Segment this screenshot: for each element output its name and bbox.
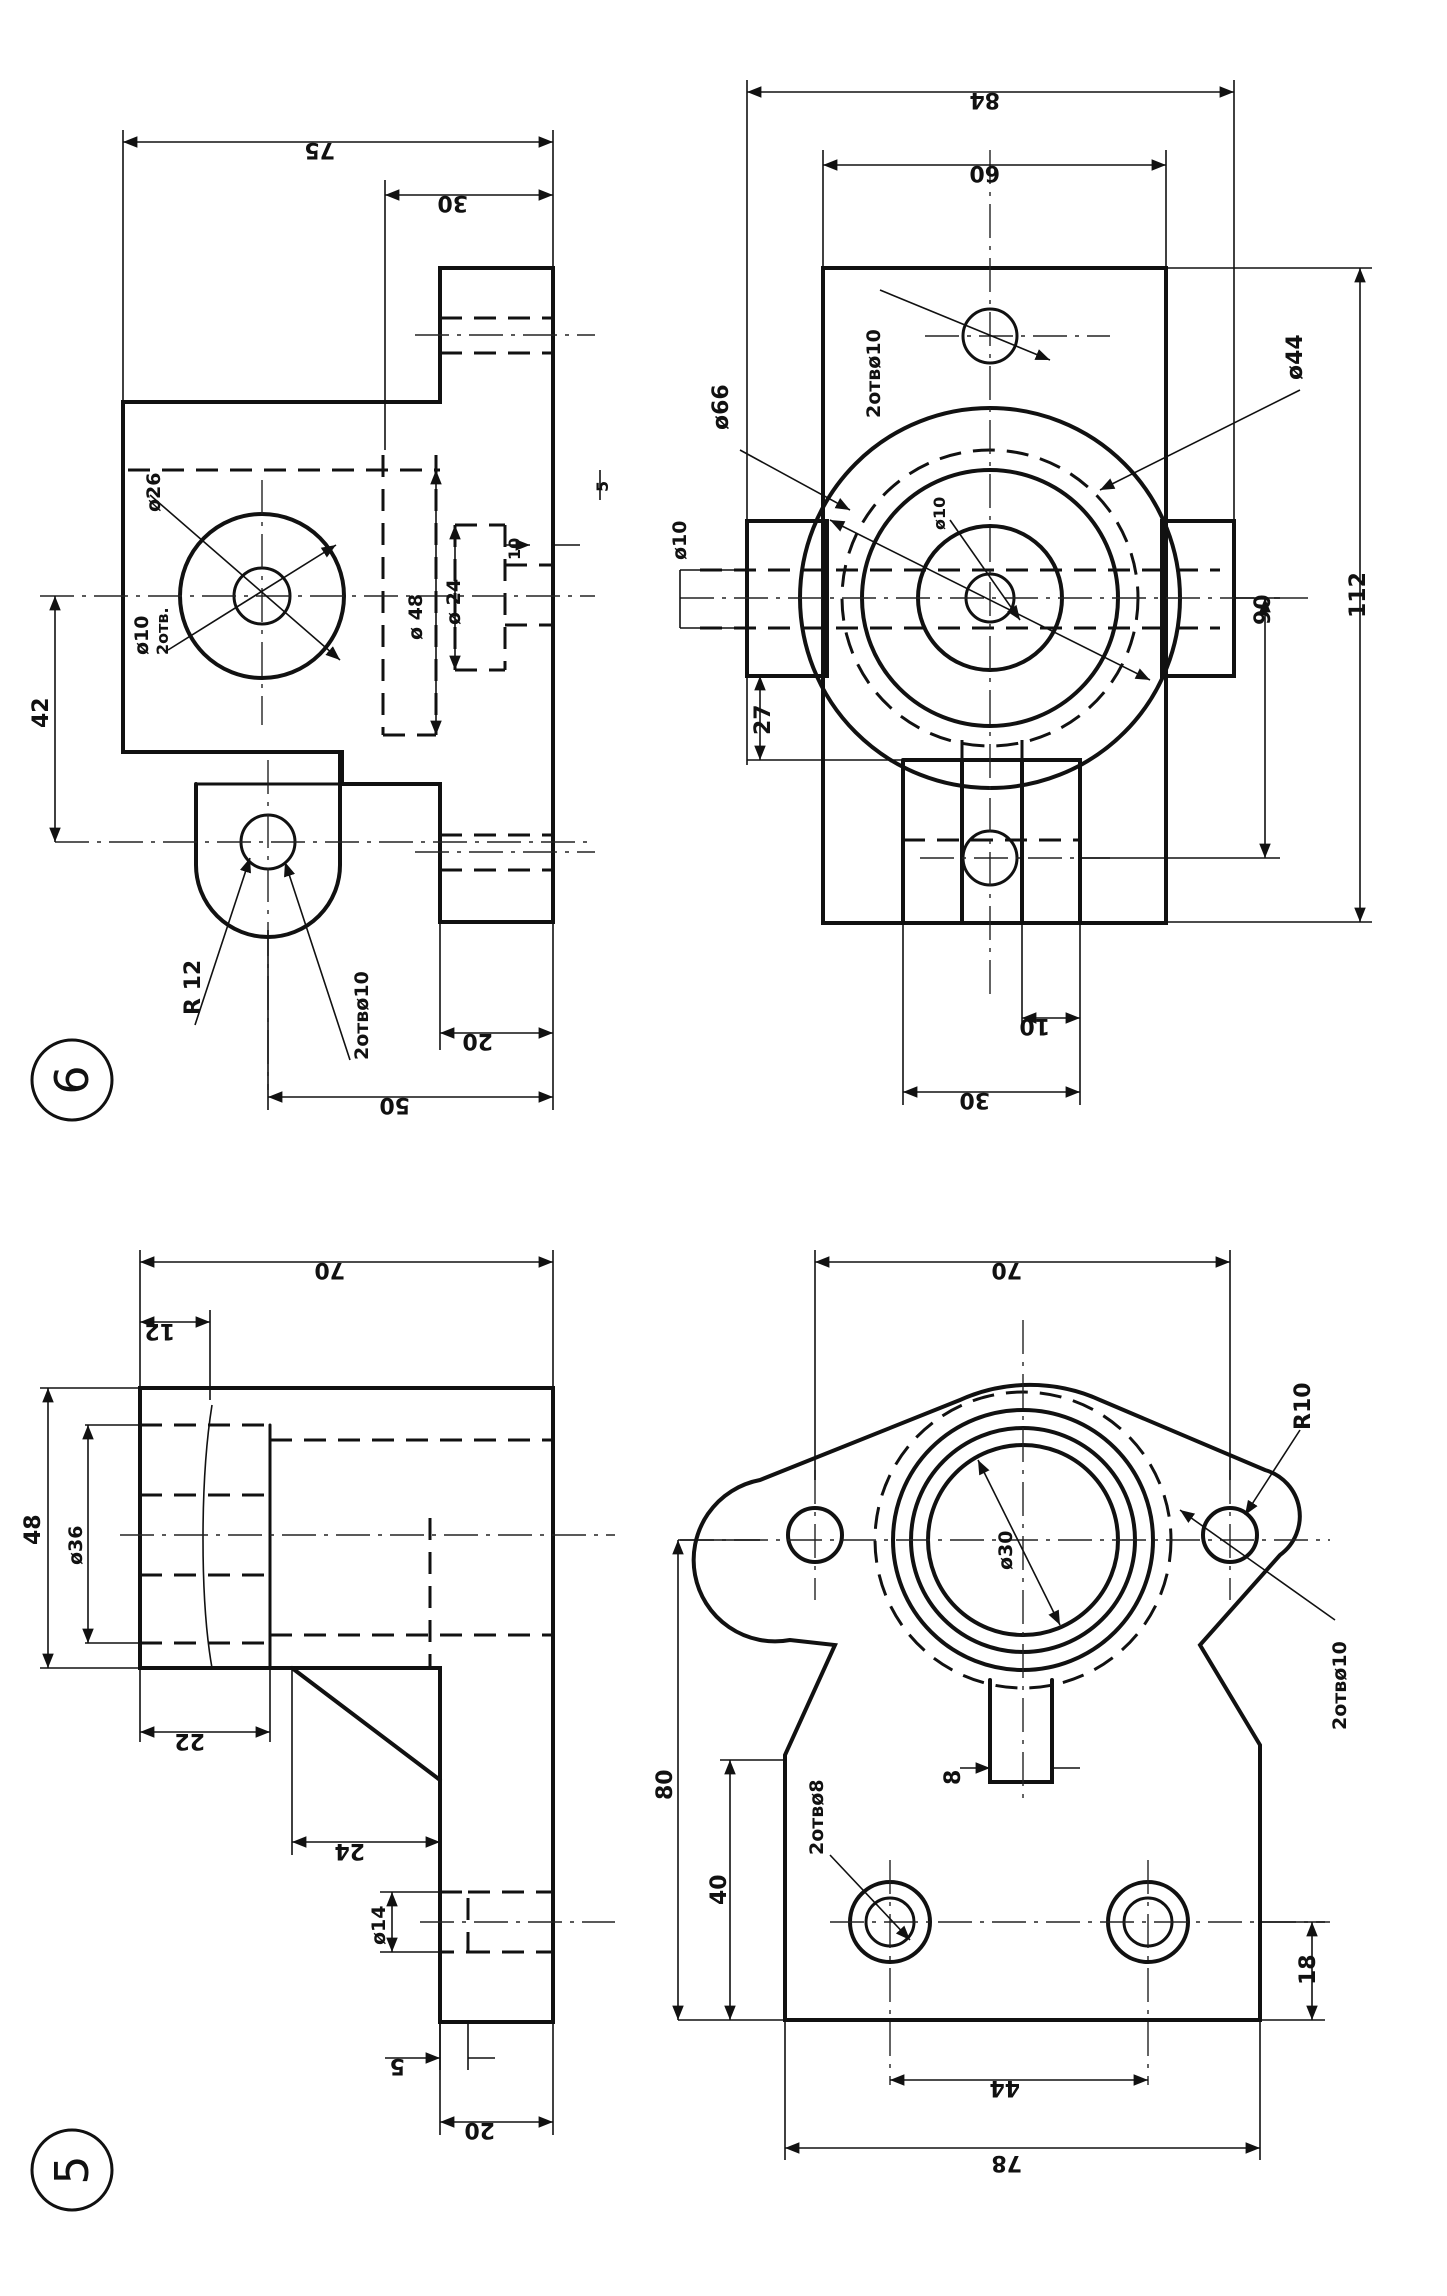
fig5-plan-dim-8: 8 xyxy=(941,1770,966,1785)
fig6-plan-hole-top xyxy=(961,307,1019,365)
fig5-side-dim-20: 20 xyxy=(464,2117,495,2142)
fig6-side-dim-5: 5 xyxy=(593,481,612,492)
fig6-side-dia-26: ø26 xyxy=(143,473,165,513)
fig6-side-dim-20: 20 xyxy=(462,1028,493,1053)
fig6-plan-2holes-10: 2отвø10 xyxy=(863,329,885,418)
fig5-number-badge: 5 xyxy=(30,2128,114,2212)
fig6-plan-dim-90: 90 xyxy=(1251,594,1276,625)
fig5-side-dia-14: ø14 xyxy=(368,1906,390,1946)
fig5-side-body-outline xyxy=(138,1386,555,2024)
fig6-side-dim-30: 30 xyxy=(437,190,468,215)
fig5-plan-2holes-10: 2отвø10 xyxy=(1329,1641,1351,1730)
fig6-plan-dia-66: ø66 xyxy=(709,384,734,430)
svg-text:6: 6 xyxy=(45,1065,99,1094)
fig5-plan-dia-30: ø30 xyxy=(995,1531,1017,1571)
fig5-side-dim-5: 5 xyxy=(390,2053,405,2078)
fig5-side-dim-70: 70 xyxy=(314,1257,345,1282)
fig6-side-dim-10: 10 xyxy=(505,538,524,560)
fig6-number-badge: 6 xyxy=(30,1038,114,1122)
fig5-side-flange xyxy=(138,1386,272,1670)
fig5-plan-dim-70: 70 xyxy=(991,1257,1022,1282)
fig6-plan-dia-10-left: ø10 xyxy=(669,521,691,561)
fig6-plan-dim-60: 60 xyxy=(969,160,1000,185)
fig5-plan-dim-40: 40 xyxy=(707,1874,732,1905)
fig5-plan-r10: R10 xyxy=(1291,1382,1316,1430)
fig6-side-2holes-label: 2отв. xyxy=(153,607,172,655)
fig5-plan-dim-44: 44 xyxy=(989,2075,1020,2100)
fig6-side-dia-48: ø 48 xyxy=(405,594,427,640)
fig6-side-dim-50: 50 xyxy=(379,1092,410,1117)
fig5-plan-dim-78: 78 xyxy=(991,2150,1022,2175)
fig6-side-dim-42: 42 xyxy=(29,697,54,728)
fig5-plan-lobe-left-hole xyxy=(786,1506,844,1564)
fig6-plan-base xyxy=(821,266,1168,925)
fig6-plan-dia-44: ø44 xyxy=(1283,334,1308,380)
fig6-side-view: 75 30 42 ø26 ø10 2отв. ø 48 ø 24 10 5 R … xyxy=(29,130,612,1117)
fig5-side-dia-36: ø36 xyxy=(65,1526,87,1566)
fig5-plan-view: 70 R10 ø30 2отвø10 80 40 2отвø8 8 18 44 … xyxy=(653,1250,1351,2175)
fig6-plan-dim-30: 30 xyxy=(959,1087,990,1112)
fig5-side-dim-24: 24 xyxy=(334,1838,365,1863)
fig5-side-dim-22: 22 xyxy=(174,1728,205,1753)
fig5-side-view: 70 12 48 ø36 22 24 ø14 5 20 xyxy=(21,1250,615,2142)
fig5-plan-stub xyxy=(988,1678,1054,1784)
fig6-side-dia-24: ø 24 xyxy=(443,579,465,625)
fig5-plan-dim-18: 18 xyxy=(1296,1954,1321,1985)
fig6-plan-dim-112: 112 xyxy=(1346,572,1371,618)
fig5-plan-dim-80: 80 xyxy=(653,1769,678,1800)
fig6-side-dia-10: ø10 xyxy=(131,616,153,656)
svg-text:5: 5 xyxy=(45,2155,99,2184)
fig5-side-rib xyxy=(290,1666,442,1782)
fig6-plan-dim-84: 84 xyxy=(969,87,1000,112)
fig5-plan-2holes-8: 2отвø8 xyxy=(806,1779,828,1855)
fig6-side-2holes-10: 2отвø10 xyxy=(351,971,373,1060)
fig6-plan-view: 84 60 2отвø10 ø44 ø66 ø10 ø10 27 90 112 … xyxy=(669,80,1372,1112)
fig6-side-dim-75: 75 xyxy=(304,137,335,162)
fig6-plan-dim-27: 27 xyxy=(751,704,776,735)
fig5-side-dim-12: 12 xyxy=(144,1318,175,1343)
fig5-plan-flange-outline xyxy=(691,1382,1302,2022)
fig6-side-r12: R 12 xyxy=(181,960,206,1015)
fig5-side-dim-48: 48 xyxy=(21,1514,46,1545)
fig6-plan-dim-10: 10 xyxy=(1019,1013,1050,1038)
fig5-plan-lobe-right-hole xyxy=(1201,1506,1259,1564)
fig6-plan-dia-10-center: ø10 xyxy=(930,497,949,530)
